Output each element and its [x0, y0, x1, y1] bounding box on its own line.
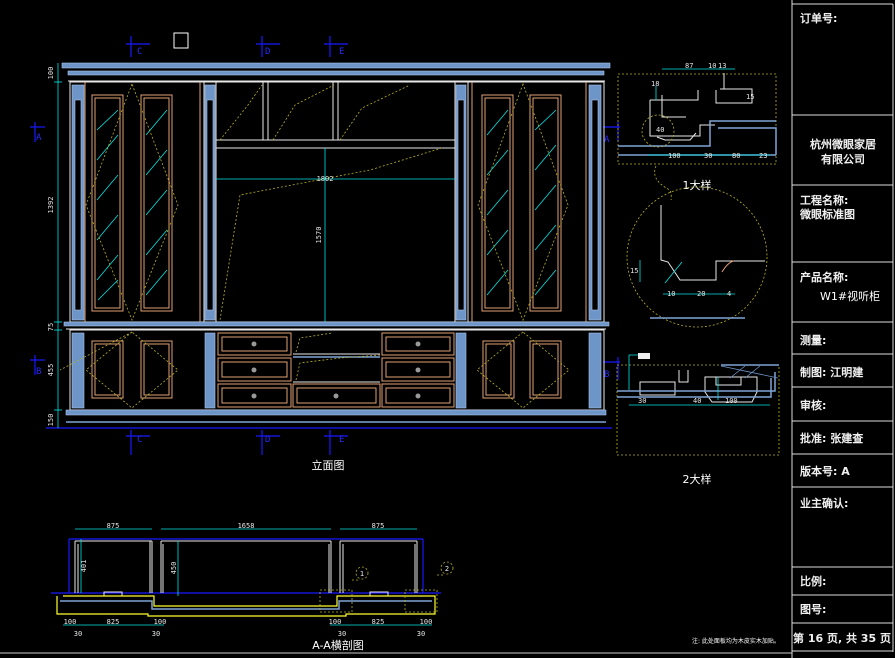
section-dim-height-450: 450	[170, 562, 178, 575]
section-dim-bottom-2: 825	[107, 618, 120, 626]
section-aa: 1 2 875 1658 875 401 450 100 825 100 100…	[51, 522, 780, 652]
title-block: 订单号: 杭州微眼家居 有限公司 工程名称: 微眼标准图 产品名称: W1#视听…	[791, 0, 894, 658]
height-dimensions: 100 1392 75 455 150	[47, 63, 62, 428]
detail1-dim-18: 18	[651, 80, 659, 88]
detail2-dim-30: 30	[638, 397, 646, 405]
lower-doors	[59, 331, 570, 409]
section-dim-top-right: 875	[372, 522, 385, 530]
section-mark-b-left: B	[36, 367, 41, 377]
detail2-caption: 2大样	[683, 472, 712, 486]
detail1-dim-15: 15	[746, 93, 754, 101]
section-mark-e-top: E	[339, 47, 344, 57]
mid-cornice	[63, 321, 610, 327]
detail-2: 30 40 100 2大样	[616, 353, 780, 486]
dim-lower: 455	[47, 364, 55, 377]
version: 版本号: A	[800, 464, 850, 478]
section-marks: C D E C D E A B A B	[30, 36, 620, 455]
reviewed-by: 审核:	[800, 398, 826, 412]
section-mark-d-bottom: D	[265, 435, 270, 445]
section-dim-bottom-5: 825	[372, 618, 385, 626]
section-dim-sub-2: 30	[152, 630, 160, 638]
section-mark-a-right: A	[604, 135, 610, 145]
elevation-caption: 立面图	[312, 458, 345, 472]
detail2-label-block	[638, 353, 650, 359]
detail1-dim-40: 40	[656, 126, 664, 134]
section-mark-e-bottom: E	[339, 435, 344, 445]
project-value: 微眼标准图	[799, 207, 855, 221]
detail1-zoom-dim-15: 15	[630, 267, 638, 275]
detail1-dim-80: 80	[732, 152, 740, 160]
detail1-caption: 1大样	[683, 178, 712, 192]
approved-by: 批准: 张建查	[800, 431, 863, 445]
detail1-dim-87: 87	[685, 62, 693, 70]
section-dim-top-left: 875	[107, 522, 120, 530]
section-caption: A-A横剖图	[312, 638, 364, 652]
scale-label: 比例:	[800, 574, 826, 588]
detail1-dim-10: 10	[708, 62, 716, 70]
drawers	[217, 332, 455, 408]
section-dim-top-middle: 1658	[238, 522, 255, 530]
project-label: 工程名称:	[800, 193, 848, 207]
section-dim-sub-3: 30	[338, 630, 346, 638]
product-value: W1#视听柜	[820, 289, 880, 303]
detail1-zoom-dim-20: 20	[697, 290, 705, 298]
plinth	[65, 409, 607, 416]
section-mark-b-right: B	[604, 370, 609, 380]
owner-confirm: 业主确认:	[800, 496, 848, 510]
dim-mid: 75	[47, 323, 55, 331]
top-cornice	[61, 62, 611, 69]
glass-doors	[84, 82, 587, 322]
section-mark-d-top: D	[265, 47, 270, 57]
detail1-dim-23: 23	[759, 152, 767, 160]
section-dim-bottom-3: 100	[154, 618, 167, 626]
columns	[71, 84, 602, 409]
order-no-label: 订单号:	[800, 11, 837, 25]
detail2-dim-40: 40	[693, 397, 701, 405]
detail1-zoom-circle	[626, 186, 768, 328]
dim-opening-width: 1802	[317, 175, 334, 183]
detail1-zoom-dim-4: 4	[727, 290, 731, 298]
detail2-dim-100: 100	[725, 397, 738, 405]
tv-opening: 1802 1570	[216, 82, 455, 322]
section-mark-c-top: C	[137, 47, 142, 57]
detail1-dim-100: 100	[668, 152, 681, 160]
drawn-by: 制图: 江明建	[800, 365, 864, 379]
dim-upper: 1392	[47, 197, 55, 214]
section-dim-sub-4: 30	[417, 630, 425, 638]
section-dim-bottom-1: 100	[64, 618, 77, 626]
dim-base: 150	[47, 414, 55, 427]
dim-opening-height: 1570	[315, 227, 323, 244]
company-name-line1: 杭州微眼家居	[810, 137, 876, 151]
detail1-dim-30: 30	[704, 152, 712, 160]
section-mark-c-bottom: C	[137, 435, 142, 445]
measure-label: 测量:	[800, 333, 826, 347]
section-dim-height-401: 401	[80, 560, 88, 573]
view-marker-box	[173, 32, 189, 49]
company-name-line2: 有限公司	[821, 152, 865, 166]
section-note: 注: 此处面板均为木皮实木加贴。	[692, 637, 780, 645]
drawing-no-label: 图号:	[800, 603, 826, 616]
section-dim-bottom-6: 100	[420, 618, 433, 626]
callout-2: 2	[445, 565, 449, 573]
upper-body	[69, 81, 605, 323]
dim-top: 100	[47, 67, 55, 80]
section-dim-bottom-4: 100	[329, 618, 342, 626]
product-label: 产品名称:	[800, 270, 848, 284]
elevation-view: 1802 1570	[46, 62, 612, 472]
detail1-dim-13: 13	[718, 62, 726, 70]
section-dim-sub-1: 30	[74, 630, 82, 638]
section-mark-a-left: A	[36, 133, 42, 143]
detail-1: 87 10 13 18 40 15 100 30 80 23 1大样 15 10…	[617, 62, 777, 328]
detail1-zoom-dim-10: 10	[667, 290, 675, 298]
page-count: 第 16 页, 共 35 页	[793, 631, 891, 645]
callout-1: 1	[360, 570, 364, 578]
